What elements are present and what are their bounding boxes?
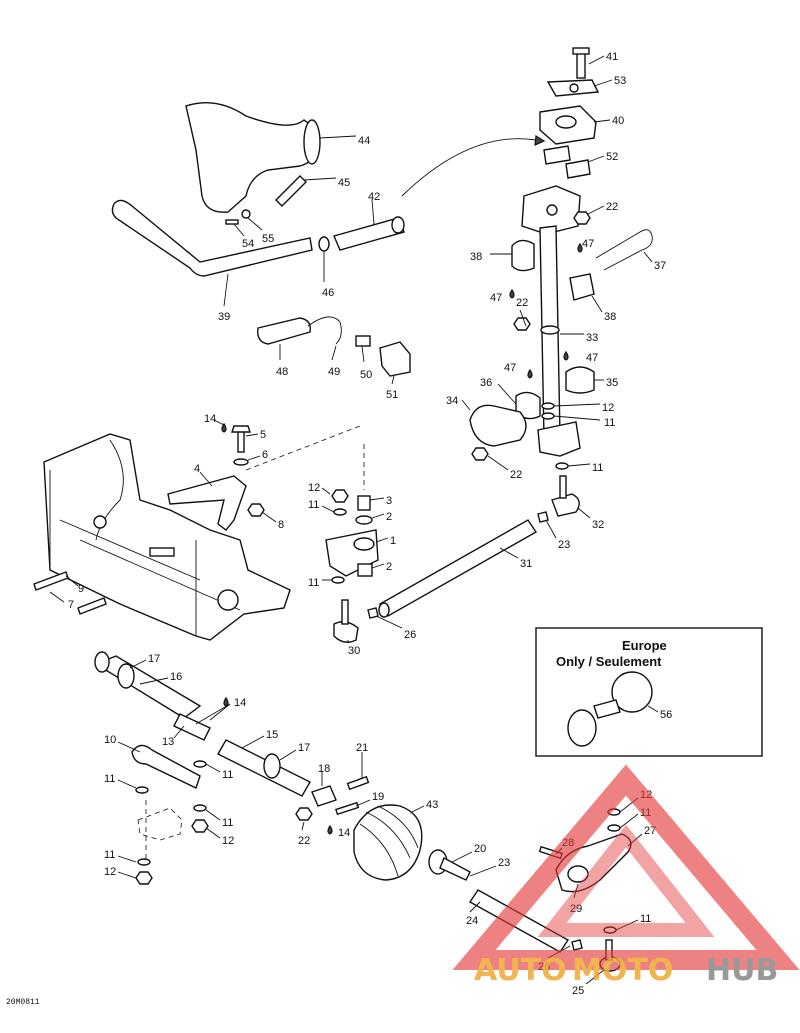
callout-c22a: 22 bbox=[606, 201, 618, 213]
callout-c12c: 12 bbox=[222, 835, 234, 847]
callout-c11h: 11 bbox=[104, 849, 115, 861]
watermark-auto: AUTO bbox=[474, 953, 567, 988]
callout-c38b: 38 bbox=[604, 311, 616, 323]
callout-c38a: 38 bbox=[470, 251, 482, 263]
callout-c8: 8 bbox=[278, 519, 284, 531]
callout-c35: 35 bbox=[606, 377, 618, 389]
europe-inset-box: Europe Only / Seulement bbox=[535, 627, 763, 757]
callout-c18: 18 bbox=[318, 763, 330, 775]
callout-c47a: 47 bbox=[582, 238, 594, 250]
callout-c20: 20 bbox=[474, 843, 486, 855]
callout-c29: 29 bbox=[570, 903, 582, 915]
callout-c34: 34 bbox=[446, 395, 458, 407]
callout-c16: 16 bbox=[170, 671, 182, 683]
callout-c47c: 47 bbox=[504, 362, 516, 374]
callout-c55: 55 bbox=[262, 233, 274, 245]
callout-c52: 52 bbox=[606, 151, 618, 163]
callout-c26a: 26 bbox=[404, 629, 416, 641]
callout-c9: 9 bbox=[78, 583, 84, 595]
callout-c40: 40 bbox=[612, 115, 624, 127]
callout-c22b: 22 bbox=[516, 297, 528, 309]
callout-c12a: 12 bbox=[602, 402, 614, 414]
callout-c19: 19 bbox=[372, 791, 384, 803]
callout-c32: 32 bbox=[592, 519, 604, 531]
callout-c2b: 2 bbox=[386, 561, 392, 573]
callout-c11b: 11 bbox=[592, 462, 603, 474]
watermark-triangle bbox=[452, 764, 800, 970]
callout-c14a: 14 bbox=[204, 413, 216, 425]
callout-c48: 48 bbox=[276, 366, 288, 378]
callout-c4: 4 bbox=[194, 463, 200, 475]
callout-c43: 43 bbox=[426, 799, 438, 811]
callout-c11f: 11 bbox=[222, 769, 233, 781]
callout-c54: 54 bbox=[242, 238, 254, 250]
callout-c50: 50 bbox=[360, 369, 372, 381]
steering-column-assembly bbox=[401, 47, 653, 471]
callout-c17a: 17 bbox=[148, 653, 160, 665]
callout-c47d: 47 bbox=[586, 352, 598, 364]
callout-c3: 3 bbox=[386, 495, 392, 507]
callout-c30: 30 bbox=[348, 645, 360, 657]
callout-c51: 51 bbox=[386, 389, 398, 401]
callout-c14b: 14 bbox=[234, 697, 246, 709]
callout-c23b: 23 bbox=[498, 857, 510, 869]
inset-title-line2: Only / Seulement bbox=[556, 654, 662, 669]
callout-c11j: 11 bbox=[640, 913, 651, 925]
pivot-arm-assembly bbox=[321, 487, 389, 584]
watermark-moto: MOTO bbox=[572, 953, 673, 988]
callout-c11d: 11 bbox=[308, 577, 319, 589]
callout-c36: 36 bbox=[480, 377, 492, 389]
callout-c23a: 23 bbox=[558, 539, 570, 551]
callout-c5: 5 bbox=[260, 429, 266, 441]
callout-c11g: 11 bbox=[222, 817, 233, 829]
callout-c37: 37 bbox=[654, 260, 666, 272]
callout-c56: 56 bbox=[660, 709, 672, 721]
callout-c22d: 22 bbox=[298, 835, 310, 847]
callout-c41: 41 bbox=[606, 51, 618, 63]
callout-c49: 49 bbox=[328, 366, 340, 378]
inset-title-line1: Europe bbox=[622, 638, 667, 653]
callout-c24: 24 bbox=[466, 915, 478, 927]
figure-code: 20M0811 bbox=[6, 998, 40, 1007]
callout-c33: 33 bbox=[586, 332, 598, 344]
callout-c39: 39 bbox=[218, 311, 230, 323]
callout-c27: 27 bbox=[644, 825, 656, 837]
callout-c21: 21 bbox=[356, 742, 368, 754]
callout-c7: 7 bbox=[68, 599, 74, 611]
callout-c6: 6 bbox=[262, 449, 268, 461]
frame-assembly bbox=[33, 419, 365, 641]
callout-c45: 45 bbox=[338, 177, 350, 189]
callout-c12d: 12 bbox=[104, 866, 116, 878]
callout-c1: 1 bbox=[390, 535, 396, 547]
handlebar-assembly bbox=[111, 101, 411, 385]
watermark-hub: HUB bbox=[706, 953, 778, 988]
callout-c15: 15 bbox=[266, 729, 278, 741]
callout-c11e: 11 bbox=[104, 773, 115, 785]
callout-c47b: 47 bbox=[490, 292, 502, 304]
callout-c31: 31 bbox=[520, 558, 532, 570]
callout-c11a: 11 bbox=[604, 417, 615, 429]
tie-rod-assembly bbox=[333, 475, 591, 643]
callout-c46: 46 bbox=[322, 287, 334, 299]
callout-c22c: 22 bbox=[510, 469, 522, 481]
callout-c44: 44 bbox=[358, 135, 370, 147]
callout-c25: 25 bbox=[572, 985, 584, 997]
callout-c13: 13 bbox=[162, 736, 174, 748]
callout-c53: 53 bbox=[614, 75, 626, 87]
callout-c14c: 14 bbox=[338, 827, 350, 839]
callout-c17b: 17 bbox=[298, 742, 310, 754]
callout-c42: 42 bbox=[368, 191, 380, 203]
callout-c12b: 12 bbox=[308, 482, 320, 494]
callout-c11c: 11 bbox=[308, 499, 319, 511]
callout-c2a: 2 bbox=[386, 511, 392, 523]
watermark-logo: AUTO MOTO HUB bbox=[452, 764, 800, 988]
callout-c10: 10 bbox=[104, 734, 116, 746]
